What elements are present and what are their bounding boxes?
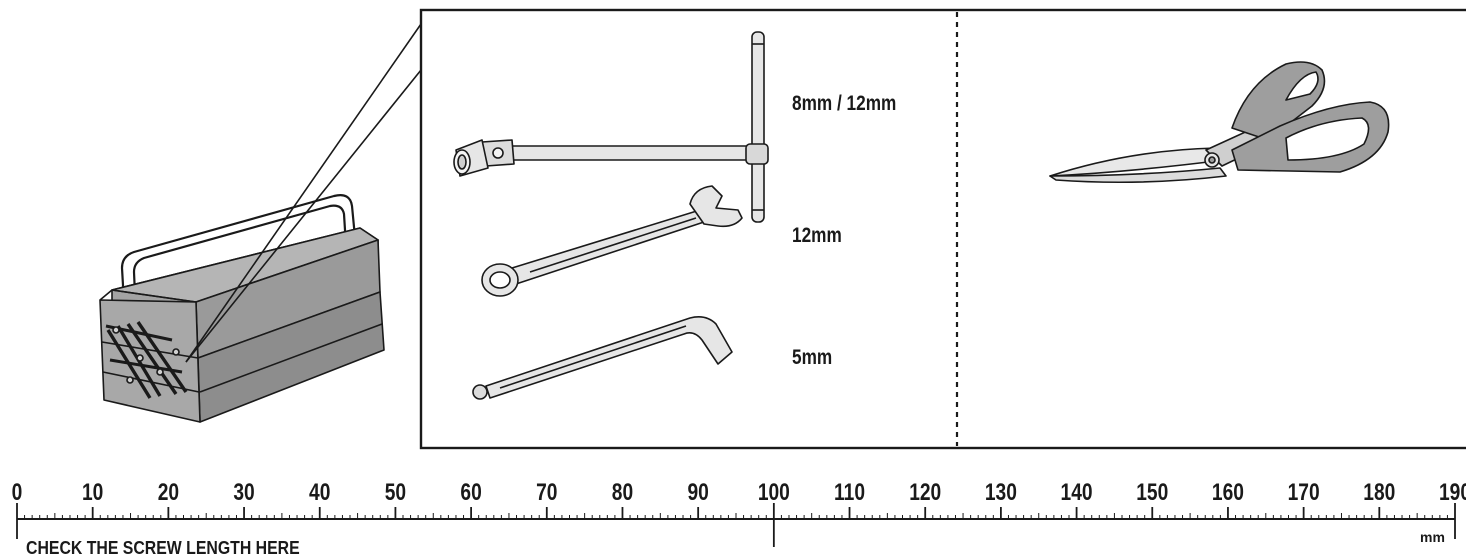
ruler-tick-label: 50 [385, 478, 406, 506]
toolbox-illustration [99, 194, 385, 423]
ruler-tick-label: 130 [985, 478, 1017, 506]
t-handle-socket-wrench-illustration [453, 31, 769, 223]
ruler-tick-label: 120 [909, 478, 941, 506]
ruler: 0 10 20 30 40 50 60 70 80 90 100 110 120 130 140 150 160… [12, 478, 1466, 547]
ruler-tick-label: 170 [1288, 478, 1320, 506]
ruler-tick-label: 10 [82, 478, 103, 506]
ruler-tick-label: 150 [1136, 478, 1168, 506]
tool-size-label: 8mm / 12mm [792, 92, 897, 115]
ruler-note: CHECK THE SCREW LENGTH HERE [26, 538, 300, 558]
ruler-tick-label: 80 [612, 478, 633, 506]
ruler-tick-label: 40 [309, 478, 330, 506]
combination-wrench-illustration [481, 185, 743, 297]
scissors-illustration [1049, 61, 1390, 184]
callout-lines [185, 23, 422, 363]
hex-key-illustration [472, 316, 733, 400]
ruler-tick-label: 0 [12, 478, 23, 506]
tool-size-label: 12mm [792, 224, 842, 247]
ruler-tick-label: 90 [687, 478, 708, 506]
tool-size-label: 5mm [792, 346, 833, 369]
ruler-tick-label: 100 [758, 478, 790, 506]
ruler-tick-label: 160 [1212, 478, 1244, 506]
ruler-unit: mm [1420, 529, 1445, 545]
ruler-tick-label: 60 [460, 478, 481, 506]
ruler-tick-label: 30 [233, 478, 254, 506]
ruler-tick-label: 110 [834, 478, 865, 506]
ruler-tick-label: 190 [1439, 478, 1466, 506]
ruler-tick-label: 140 [1061, 478, 1093, 506]
ruler-tick-label: 70 [536, 478, 557, 506]
ruler-tick-label: 180 [1363, 478, 1395, 506]
ruler-tick-label: 20 [158, 478, 179, 506]
